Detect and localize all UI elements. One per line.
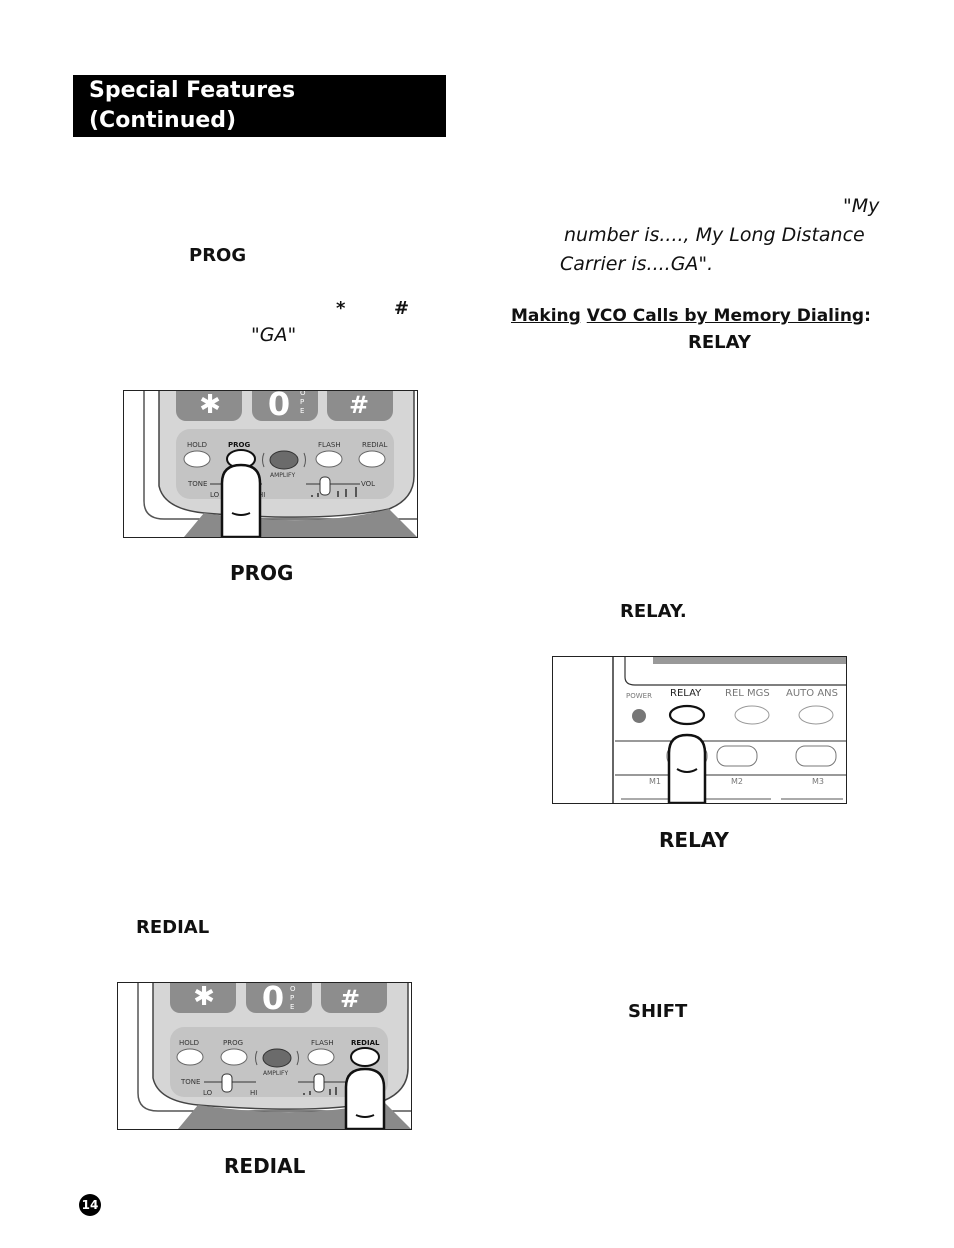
label-relay: RELAY (670, 688, 702, 699)
label-m3: M3 (812, 777, 824, 786)
label-prog: PROG (228, 441, 250, 449)
relay-button-illustration: POWER RELAY REL MGS AUTO ANS M1 M2 M3 (612, 657, 846, 803)
redial-button (350, 1047, 380, 1067)
label-hi: HI (258, 491, 265, 499)
label-tone: TONE (187, 480, 207, 488)
power-indicator (632, 709, 646, 723)
hash-key (327, 391, 393, 421)
label-prog: PROG (223, 1039, 243, 1047)
oper-letter-p: P (300, 398, 304, 406)
prog-button (220, 1048, 248, 1066)
relay-button-figure: POWER RELAY REL MGS AUTO ANS M1 M2 M3 (552, 656, 847, 804)
finger-illustration (344, 1067, 386, 1129)
label-hold: HOLD (187, 441, 207, 449)
hold-button (183, 450, 211, 468)
redial-button-illustration: ✱ 0 O P E # HOLD PROG FLASH REDIAL AMPLI… (137, 983, 411, 1129)
quote-line1: "My (843, 195, 880, 217)
label-redial: REDIAL (362, 441, 388, 449)
key-zero-glyph: 0 (268, 391, 290, 423)
ga-quote: "GA" (251, 324, 297, 346)
zero-key (246, 983, 312, 1013)
relay-word: RELAY (688, 332, 751, 353)
key-star-glyph: ✱ (199, 391, 221, 420)
label-rel-mgs: REL MGS (725, 688, 770, 699)
oper-letter-p: P (290, 994, 294, 1002)
label-redial: REDIAL (351, 1039, 380, 1047)
redial-button (358, 450, 386, 468)
label-vol: VOL (361, 480, 375, 488)
prog-button-figure: ✱ 0 O P E # HOLD PROG FLASH REDIAL AMPLI… (123, 390, 418, 538)
label-flash: FLASH (311, 1039, 334, 1047)
zero-key (252, 391, 318, 421)
label-power: POWER (626, 692, 652, 700)
page-number-badge: 14 (79, 1194, 101, 1216)
star-key (176, 391, 242, 421)
label-flash: FLASH (318, 441, 341, 449)
star-key (170, 983, 236, 1013)
oper-letter-e: E (300, 407, 304, 415)
relay-caption: RELAY (659, 828, 729, 852)
prog-caption: PROG (230, 561, 294, 585)
label-tone: TONE (180, 1078, 200, 1086)
quote-line2: number is...., My Long Distance (564, 224, 865, 246)
relay-button (668, 704, 706, 726)
hash-key (321, 983, 387, 1013)
section-header: Special Features (Continued) (73, 75, 446, 137)
header-title-line2: (Continued) (89, 108, 237, 133)
heading-vco: VCO Calls by Memory Dialing (586, 306, 865, 326)
redial-button-figure: ✱ 0 O P E # HOLD PROG FLASH REDIAL AMPLI… (117, 982, 412, 1130)
amplify-button (269, 450, 299, 470)
label-amplify: AMPLIFY (270, 472, 295, 479)
volume-slider (313, 1073, 325, 1093)
flash-button (315, 450, 343, 468)
label-lo: LO (210, 491, 220, 499)
auto-ans-button (798, 705, 834, 725)
label-lo: LO (203, 1089, 213, 1097)
m3-button (795, 745, 837, 767)
oper-letter-e: E (290, 1003, 294, 1011)
memory-dialing-heading: Making VCO Calls by Memory Dialing: (511, 306, 871, 326)
tone-slider (221, 1073, 233, 1093)
label-hi: HI (250, 1089, 257, 1097)
finger-illustration (667, 733, 707, 803)
relay-word-period: RELAY. (620, 601, 687, 622)
label-m2: M2 (731, 777, 743, 786)
heading-colon: : (864, 306, 871, 326)
quote-line3: Carrier is....GA". (560, 253, 714, 275)
label-amplify: AMPLIFY (263, 1070, 288, 1077)
key-hash-glyph: # (349, 391, 369, 419)
key-star-glyph: ✱ (193, 983, 215, 1012)
label-hold: HOLD (179, 1039, 199, 1047)
oper-letter-o: O (290, 985, 296, 993)
star-symbol: * (336, 298, 346, 319)
m2-button (716, 745, 758, 767)
redial-word: REDIAL (136, 917, 210, 938)
shift-word: SHIFT (628, 1001, 688, 1022)
rel-mgs-button (734, 705, 770, 725)
redial-caption: REDIAL (224, 1154, 306, 1178)
label-m1: M1 (649, 777, 661, 786)
header-title-line1: Special Features (89, 78, 296, 103)
volume-slider (319, 476, 331, 496)
prog-word: PROG (189, 245, 247, 266)
heading-making: Making (511, 306, 581, 326)
hash-symbol: # (394, 298, 410, 319)
finger-illustration (220, 463, 262, 537)
prog-button-illustration: ✱ 0 O P E # HOLD PROG FLASH REDIAL AMPLI… (143, 391, 417, 537)
label-auto-ans: AUTO ANS (786, 688, 838, 699)
flash-button (307, 1048, 335, 1066)
key-zero-glyph: 0 (262, 983, 284, 1017)
oper-letter-o: O (300, 391, 306, 397)
key-hash-glyph: # (340, 985, 360, 1013)
hold-button (176, 1048, 204, 1066)
amplify-button (262, 1048, 292, 1068)
